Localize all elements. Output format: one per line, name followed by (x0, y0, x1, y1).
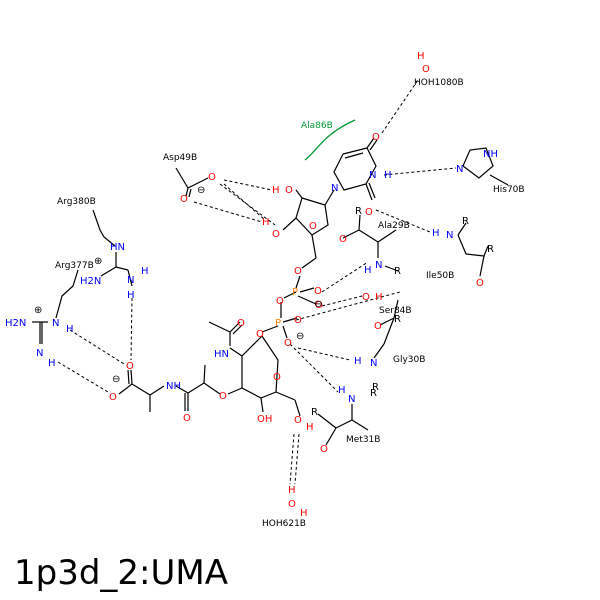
atom-h2n: H2N (80, 276, 101, 287)
atom-n: N (127, 275, 134, 286)
atom-n: N (348, 394, 355, 405)
atom-o: O (362, 292, 370, 303)
residue-label-his70: His70B (493, 185, 525, 195)
atom-h: H (384, 170, 392, 181)
residue-label-hoh621: HOH621B (262, 519, 306, 529)
atom-r: R (370, 388, 377, 399)
diagram-title: 1p3d_2:UMA (14, 553, 228, 593)
hydrogen-bonds (57, 79, 457, 485)
atom-n: N (370, 358, 377, 369)
atom-o: O (237, 318, 245, 329)
residue-label-ala29: Ala29B (378, 221, 410, 231)
residue-bonds (32, 147, 509, 446)
charge-minus: ⊖ (296, 331, 304, 342)
atom-p: P (275, 318, 281, 329)
atom-o: O (294, 315, 302, 326)
atom-o: O (372, 132, 380, 143)
atom-r: R (394, 314, 401, 325)
atom-n: N (446, 230, 453, 241)
charge-plus: ⊕ (34, 305, 42, 316)
atom-oh: OH (257, 414, 272, 425)
atom-h2n: H2N (5, 318, 26, 329)
atom-o: O (374, 321, 382, 332)
atom-o: O (315, 300, 323, 311)
atom-o: O (314, 286, 322, 297)
atom-o: O (476, 278, 484, 289)
atom-o: O (126, 361, 134, 372)
atom-h: H (48, 358, 56, 369)
atom-o: O (256, 329, 264, 340)
atom-h: H (300, 508, 308, 519)
atom-o: O (208, 172, 216, 183)
atom-n: N (456, 164, 463, 175)
atom-o-ring: O (309, 221, 317, 232)
charge-minus: ⊖ (197, 185, 205, 196)
atom-nh: NH (483, 149, 498, 160)
residue-label-arg380: Arg380B (57, 197, 96, 207)
atom-h: H (127, 290, 135, 301)
atom-h: H (432, 228, 440, 239)
atom-nh: NH (166, 381, 181, 392)
atom-o-hoh1080: O (422, 64, 430, 75)
atom-h: H (375, 292, 383, 303)
atom-h: H (141, 266, 149, 277)
charge-minus: ⊖ (112, 374, 120, 385)
atom-h: H (288, 485, 296, 496)
atom-o: O (284, 338, 292, 349)
atom-p: P (292, 287, 298, 298)
atom-o-ring: O (273, 372, 281, 383)
atom-h: H (262, 217, 270, 228)
residue-label-arg377: Arg377B (55, 261, 94, 271)
atom-r: R (311, 407, 318, 418)
atom-nh: HN (214, 349, 229, 360)
charge-minus: ⊖ (314, 299, 322, 310)
atom-oh: O (272, 229, 280, 240)
atom-o: O (365, 207, 373, 218)
atom-o: O (320, 444, 328, 455)
atom-o: O (109, 392, 117, 403)
atom-o: O (219, 391, 227, 402)
atom-n: N (52, 318, 59, 329)
residue-label-ser84: Ser84B (379, 306, 412, 316)
atom-o-hoh1080: H (417, 51, 425, 62)
atom-h: H (66, 324, 74, 335)
atom-o: O (276, 296, 284, 307)
atom-r: R (394, 266, 401, 277)
atom-n: N (331, 183, 338, 194)
residue-label-hoh1080: HOH1080B (414, 78, 464, 88)
atom-h: H (272, 185, 280, 196)
atom-r: R (372, 382, 379, 393)
atom-h: H (306, 422, 314, 433)
residue-label-gly30: Gly30B (393, 355, 425, 365)
ligand-bonds (118, 137, 378, 417)
atom-h: H (364, 265, 372, 276)
atom-labels: H O O N N H O O H O O H O O ⊖ O P O O ⊖ … (5, 51, 498, 519)
atom-n: N (36, 348, 43, 359)
atom-o: O (183, 413, 191, 424)
atom-r: R (462, 216, 469, 227)
atom-hn: HN (110, 242, 125, 253)
atom-o: O (339, 234, 347, 245)
atom-r: R (487, 244, 494, 255)
atom-n: N (375, 260, 382, 271)
residue-labels: HOH1080B Ala86B His70B Asp49B Arg380B Ar… (55, 78, 525, 529)
atom-o: O (294, 415, 302, 426)
atom-h: H (338, 385, 346, 396)
atom-oh: O (285, 185, 293, 196)
atom-o: O (294, 266, 302, 277)
atom-o-hoh621: O (288, 499, 296, 510)
hydrophobic-arc (304, 119, 356, 161)
residue-label-met31: Met31B (346, 435, 380, 445)
atom-h: H (354, 356, 362, 367)
atom-r: R (355, 206, 362, 217)
residue-label-asp49: Asp49B (163, 153, 197, 163)
atom-n: N (369, 170, 376, 181)
residue-label-ile50: Ile50B (426, 271, 454, 281)
residue-label-ala86: Ala86B (301, 121, 333, 131)
charge-plus: ⊕ (94, 256, 102, 267)
atom-o: O (180, 194, 188, 205)
